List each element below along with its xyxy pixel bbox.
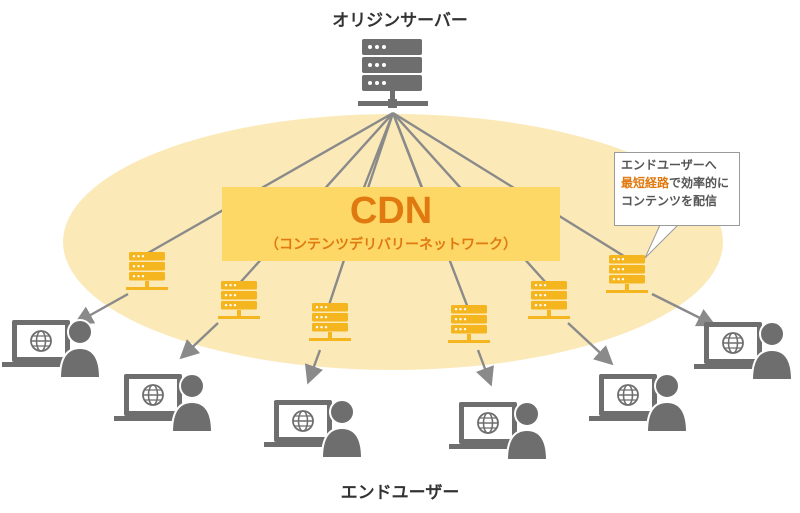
callout-box: エンドユーザーへ 最短経路で効率的に コンテンツを配信 xyxy=(614,152,740,226)
origin-server-icon xyxy=(358,39,428,108)
end-user-icon xyxy=(2,319,102,379)
callout-pointer xyxy=(644,224,679,259)
edge-server-icon xyxy=(126,252,168,290)
end-user-icon xyxy=(264,399,364,459)
edge-server-icon xyxy=(309,303,351,341)
callout-line-1: エンドユーザーへ xyxy=(621,158,717,172)
end-user-icon xyxy=(694,321,794,381)
origin-server-title: オリジンサーバー xyxy=(332,11,468,31)
end-users-title: エンドユーザー xyxy=(340,483,460,503)
callout-highlight: 最短経路 xyxy=(621,176,670,190)
end-user-icon xyxy=(449,401,549,461)
end-user-icon xyxy=(589,373,689,433)
callout-line-2-rest: で効率的に xyxy=(669,176,730,190)
callout-line-2: 最短経路で効率的に xyxy=(621,174,733,192)
edge-server-icon xyxy=(606,255,648,293)
cdn-label-box: CDN （コンテンツデリバリーネットワーク） xyxy=(222,187,560,261)
edge-server-icon xyxy=(528,281,570,319)
delivery-arrows xyxy=(73,292,717,387)
cdn-subtitle: （コンテンツデリバリーネットワーク） xyxy=(265,237,517,253)
edge-server-icon xyxy=(218,281,260,319)
callout-line-3: コンテンツを配信 xyxy=(621,194,718,208)
end-user-icon xyxy=(114,373,214,433)
end-users xyxy=(2,319,794,461)
cdn-name: CDN xyxy=(349,190,433,232)
edge-server-icon xyxy=(448,305,490,343)
edge-servers xyxy=(126,252,648,343)
